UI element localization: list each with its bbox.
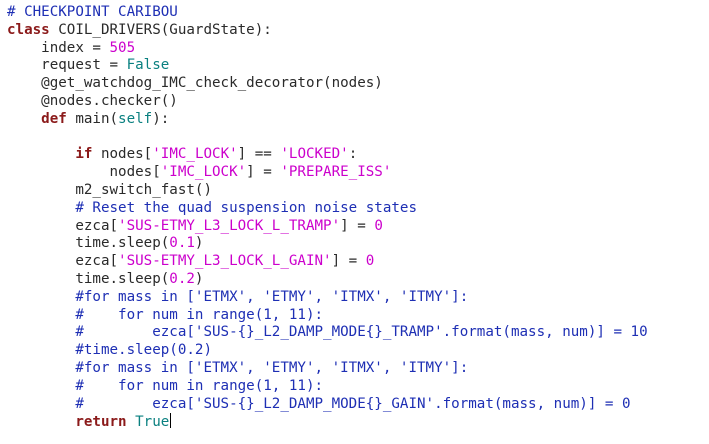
code-text: nodes[ <box>92 146 153 163</box>
code-string: 'IMC_LOCK' <box>152 146 238 163</box>
text-cursor <box>170 413 172 429</box>
code-text: : <box>348 146 358 163</box>
code-line[interactable]: # Reset the quad suspension noise states <box>7 200 648 218</box>
code-line[interactable]: time.sleep(0.1) <box>7 235 648 253</box>
code-line[interactable] <box>7 129 648 147</box>
code-comment: #for mass in ['ETMX', 'ETMY', 'ITMX', 'I… <box>7 288 469 305</box>
code-text: ) <box>194 270 204 287</box>
code-text: m2_switch_fast() <box>7 181 212 198</box>
code-number: 505 <box>109 39 136 56</box>
code-line[interactable]: return True <box>7 413 648 431</box>
code-line[interactable]: m2_switch_fast() <box>7 182 648 200</box>
code-number: 0.2 <box>169 270 195 287</box>
code-string: 'IMC_LOCK' <box>160 164 247 181</box>
code-line[interactable]: # ezca['SUS-{}_L2_DAMP_MODE{}_TRAMP'.for… <box>7 324 648 342</box>
code-number: 0 <box>374 217 383 234</box>
code-builtin: True <box>135 414 170 431</box>
code-text: ): <box>152 110 170 127</box>
code-text: @get_watchdog_IMC_check_decorator(nodes) <box>7 75 383 92</box>
code-comment: # for num in range(1, 11): <box>7 306 324 323</box>
code-line[interactable]: # CHECKPOINT CARIBOU <box>7 4 648 22</box>
code-line[interactable]: #time.sleep(0.2) <box>7 342 648 360</box>
code-line[interactable]: request = False <box>7 57 648 75</box>
code-number: 0 <box>365 253 375 270</box>
code-keyword: def <box>41 110 67 127</box>
code-text: time.sleep( <box>7 235 170 252</box>
code-line[interactable]: time.sleep(0.2) <box>7 271 648 289</box>
code-text: time.sleep( <box>7 270 170 287</box>
code-keyword: class <box>7 21 50 38</box>
code-text: COIL_DRIVERS(GuardState): <box>49 21 272 38</box>
code-keyword: if <box>75 146 93 163</box>
code-text <box>127 414 136 430</box>
code-comment: # CHECKPOINT CARIBOU <box>7 4 178 20</box>
code-text <box>7 111 41 127</box>
code-line[interactable]: @get_watchdog_IMC_check_decorator(nodes) <box>7 75 648 93</box>
code-text: ezca[ <box>7 253 119 270</box>
code-comment: # ezca['SUS-{}_L2_DAMP_MODE{}_TRAMP'.for… <box>7 324 648 341</box>
code-line[interactable]: ezca['SUS-ETMY_L3_LOCK_L_GAIN'] = 0 <box>7 253 648 271</box>
code-text: nodes[ <box>7 164 161 181</box>
code-string: 'SUS-ETMY_L3_LOCK_L_TRAMP' <box>118 217 341 234</box>
code-line[interactable]: class COIL_DRIVERS(GuardState): <box>7 22 648 40</box>
code-line[interactable]: index = 505 <box>7 40 648 58</box>
code-line[interactable]: def main(self): <box>7 111 648 129</box>
code-text: main( <box>66 110 119 127</box>
code-comment: #for mass in ['ETMX', 'ETMY', 'ITMX', 'I… <box>7 359 469 376</box>
code-string: 'SUS-ETMY_L3_LOCK_L_GAIN' <box>118 253 332 270</box>
code-text: ] == <box>237 146 281 163</box>
code-line[interactable]: #for mass in ['ETMX', 'ETMY', 'ITMX', 'I… <box>7 289 648 307</box>
code-line[interactable]: @nodes.checker() <box>7 93 648 111</box>
code-line[interactable]: # ezca['SUS-{}_L2_DAMP_MODE{}_GAIN'.form… <box>7 396 648 414</box>
code-text: ] = <box>246 164 281 181</box>
code-line[interactable]: if nodes['IMC_LOCK'] == 'LOCKED': <box>7 146 648 164</box>
code-text: ] = <box>331 253 366 270</box>
code-string: 'PREPARE_ISS' <box>280 164 392 181</box>
code-number: 0.1 <box>169 235 195 252</box>
code-builtin: False <box>126 57 170 74</box>
code-comment: # ezca['SUS-{}_L2_DAMP_MODE{}_GAIN'.form… <box>7 395 631 412</box>
code-comment: # for num in range(1, 11): <box>7 377 324 394</box>
code-text: request = <box>7 57 127 74</box>
code-text: ) <box>194 235 204 252</box>
code-text: ] = <box>340 217 375 234</box>
code-text: index = <box>7 39 110 56</box>
code-text: ezca[ <box>7 217 119 234</box>
code-string: 'LOCKED' <box>280 146 349 163</box>
code-comment: #time.sleep(0.2) <box>7 342 212 359</box>
code-line[interactable]: #for mass in ['ETMX', 'ETMY', 'ITMX', 'I… <box>7 360 648 378</box>
code-line[interactable]: # for num in range(1, 11): <box>7 378 648 396</box>
code-comment: # Reset the quad suspension noise states <box>7 199 417 216</box>
code-line[interactable]: # for num in range(1, 11): <box>7 307 648 325</box>
code-text <box>7 414 75 430</box>
code-line[interactable]: nodes['IMC_LOCK'] = 'PREPARE_ISS' <box>7 164 648 182</box>
code-text <box>7 146 75 162</box>
code-builtin: self <box>118 110 153 127</box>
code-text: @nodes.checker() <box>7 92 178 109</box>
code-line[interactable]: ezca['SUS-ETMY_L3_LOCK_L_TRAMP'] = 0 <box>7 218 648 236</box>
code-keyword: return <box>75 414 127 431</box>
